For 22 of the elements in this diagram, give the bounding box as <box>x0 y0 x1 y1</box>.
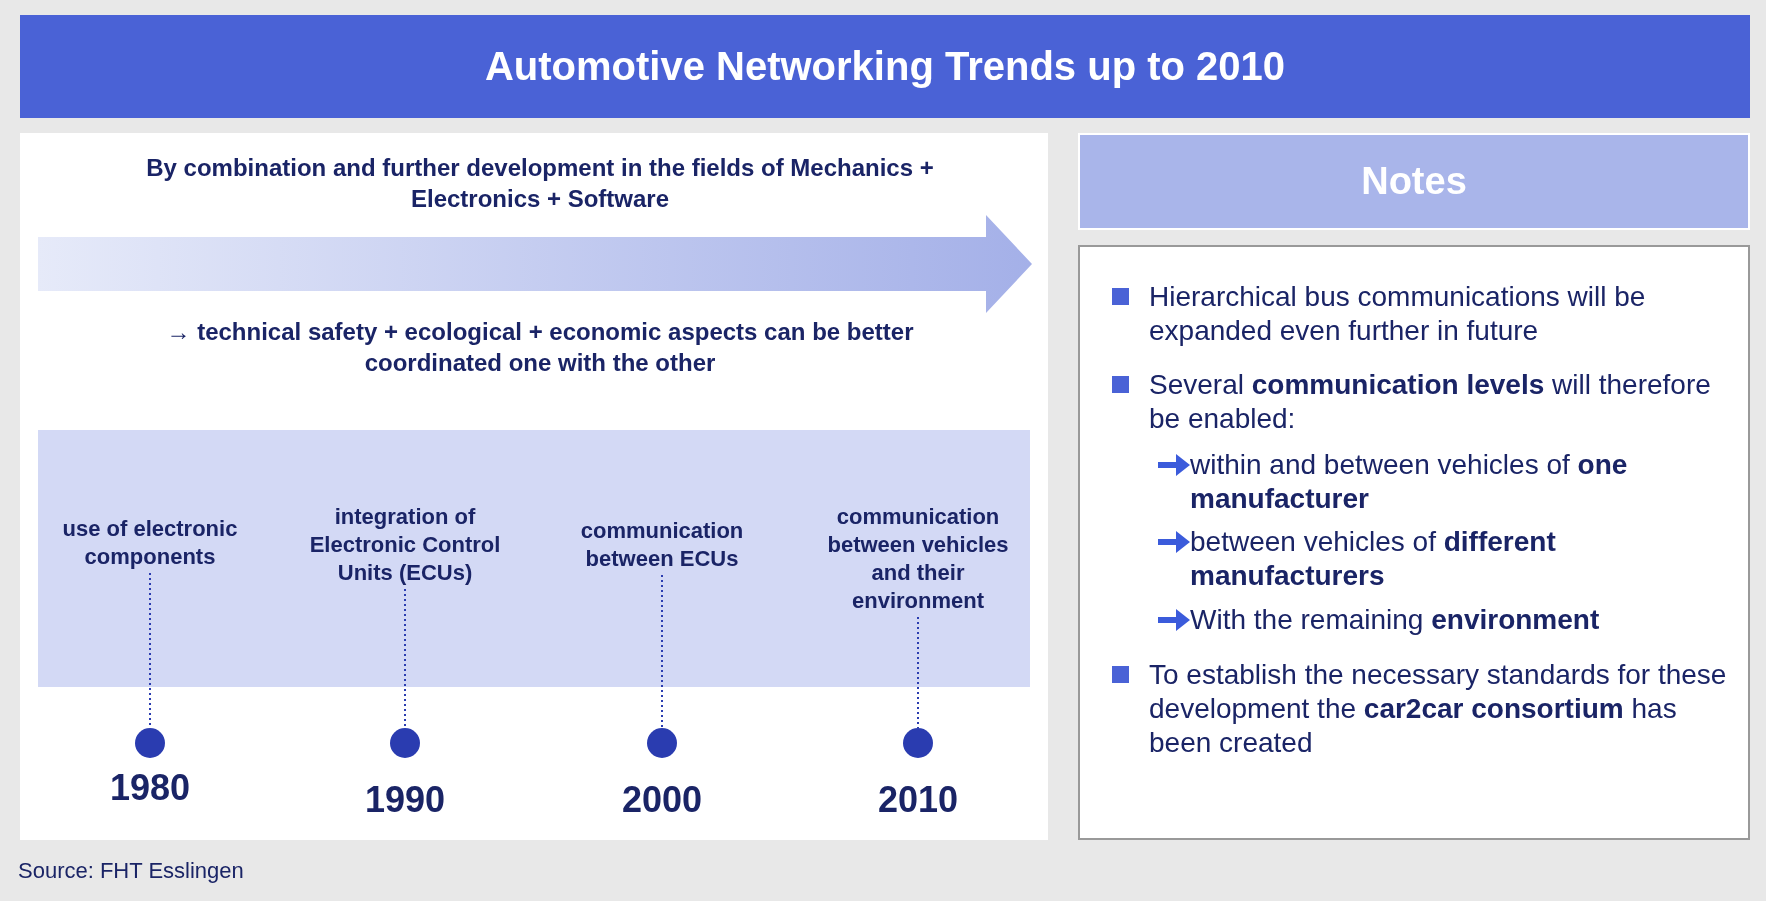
milestone-text: integration of Electronic Control Units (ECUs) <box>290 503 520 587</box>
note-text: With the remaining environment <box>1190 603 1601 637</box>
note-text: between vehicles of different manufacturers <box>1190 525 1557 593</box>
source-caption: Source: FHT Esslingen <box>18 858 244 884</box>
note-text: Hierarchical bus communications will be expanded even further in future <box>1149 280 1647 348</box>
title-banner: Automotive Networking Trends up to 2010 <box>20 15 1750 118</box>
leader-line <box>917 616 919 729</box>
note-text: within and between vehicles of one manufacturer <box>1190 448 1629 516</box>
intro-text: By combination and further development in the fields of Mechanics + Electronics + Software <box>145 153 935 214</box>
notes-heading: Notes <box>1078 133 1750 230</box>
leader-line <box>661 574 663 729</box>
milestone-text: communication between ECUs <box>562 517 762 573</box>
note-text: Several communication levels will therefore be enabled: <box>1149 368 1712 436</box>
outcome-text: → technical safety + ecological + economic aspects can be better coordinated one with the other <box>165 317 915 378</box>
milestone-text: use of electronic components <box>55 515 245 571</box>
note-text: To establish the necessary standards for these development the car2car consortium has been created <box>1149 658 1728 760</box>
year-label: 2000 <box>620 779 704 821</box>
leader-line <box>404 588 406 729</box>
year-label: 1990 <box>363 779 447 821</box>
year-label: 1980 <box>108 767 192 809</box>
milestone-text: communication between vehicles and their environment <box>818 503 1018 615</box>
year-label: 2010 <box>876 779 960 821</box>
